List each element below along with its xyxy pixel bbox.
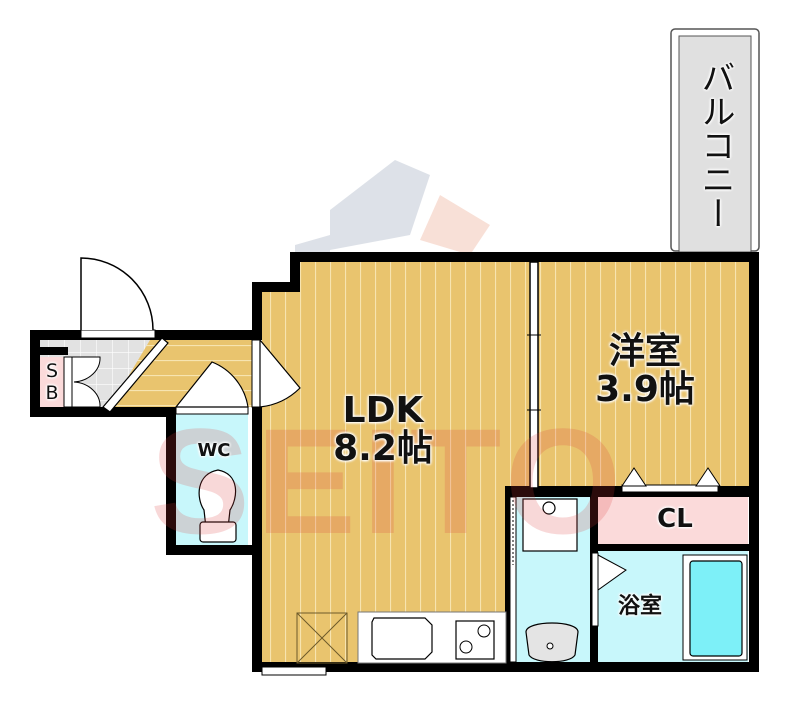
toilet-label: WC (197, 440, 231, 461)
washing-machine-space (522, 498, 578, 552)
ldk-size: 8.2帖 (333, 427, 433, 469)
partition-sliding-door (527, 261, 541, 489)
entrance-door[interactable] (80, 257, 156, 339)
bath-label: 浴室 (617, 594, 662, 619)
western-room-size: 3.9帖 (595, 368, 695, 410)
closet-doors[interactable] (621, 467, 721, 493)
shoebox-doors[interactable] (63, 356, 101, 408)
window (261, 666, 327, 676)
balcony (670, 28, 760, 253)
shoebox-text: SB (45, 360, 59, 404)
ldk-door[interactable] (251, 338, 301, 408)
western-room-label: 洋室 3.9帖 (580, 333, 710, 409)
toilet-fixture (198, 469, 237, 543)
refrigerator-space (296, 612, 348, 664)
ldk-label: LDK 8.2帖 (318, 392, 448, 468)
bath-door[interactable] (591, 552, 627, 627)
entrance-step (102, 337, 169, 413)
shoebox-label: SB (40, 360, 64, 404)
washroom-sliding-door[interactable] (509, 496, 517, 663)
kitchen-counter (357, 611, 507, 664)
closet-label: CL (657, 504, 693, 534)
watermark-logo (295, 160, 490, 262)
balcony-label: バルコニー (695, 60, 735, 230)
washbasin (525, 622, 579, 663)
western-room-name: 洋室 (608, 331, 681, 372)
wc-door[interactable] (174, 361, 249, 415)
ldk-name: LDK (342, 390, 424, 431)
bathtub (682, 554, 748, 661)
